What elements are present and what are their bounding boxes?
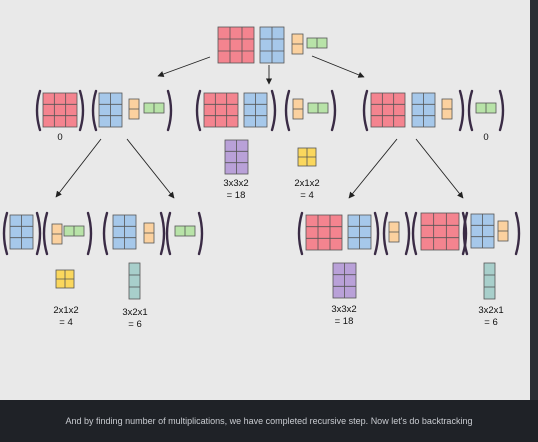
- paren-ll2-left: [42, 211, 49, 256]
- arrow-left-to-ll: [55, 138, 102, 198]
- top-orange-2x1: [291, 33, 304, 55]
- cost-label-zero-right: 0: [483, 132, 489, 143]
- cost-label-ll-b: 3x2x1= 6: [122, 307, 148, 330]
- arrow-right-to-rr: [415, 138, 464, 199]
- paren-rl2-left: [382, 211, 389, 256]
- rr-teal-3x1: [483, 262, 496, 300]
- tree-arrows: [55, 55, 464, 199]
- matrix-shapes: [2, 26, 521, 300]
- rl-purple-3x2: [332, 262, 357, 299]
- m1a-blue-3x2: [243, 92, 268, 128]
- mid-yellow-2x2: [297, 147, 317, 167]
- video-frame: 0 0 3x3x2= 18 2x1x2= 4 2x1x2= 4 3x2x1= 6…: [0, 0, 530, 400]
- rr2-orange-2x1: [497, 220, 509, 242]
- mid-purple-3x2: [224, 139, 249, 175]
- cost-label-rr-a: 3x3x2= 18: [331, 304, 357, 327]
- r1b-green-1x2: [475, 102, 497, 114]
- m1b-orange-2x1: [292, 98, 304, 120]
- recursion-tree-diagram: [2, 26, 521, 300]
- m1a-red-3x3: [203, 92, 239, 128]
- paren-r1b-left: [467, 89, 474, 132]
- lr1-blue-3x2: [112, 214, 137, 250]
- ll1-blue-3x2: [9, 214, 34, 250]
- arrow-top-to-left: [157, 56, 211, 78]
- paren-lr1-right: [159, 211, 166, 256]
- cost-label-ll-a: 2x1x2= 4: [53, 305, 79, 328]
- r1a-red-3x3: [370, 92, 406, 128]
- top-blue-3x2: [259, 26, 285, 64]
- ll2-orange-2x1: [51, 223, 63, 245]
- top-red-3x3: [217, 26, 255, 64]
- paren-m1b-right: [330, 89, 337, 132]
- caption-bar: And by finding number of multiplications…: [0, 400, 538, 442]
- paren-l1b-right: [166, 89, 173, 132]
- scrollbar[interactable]: [530, 0, 538, 400]
- paren-ll1-right: [35, 211, 42, 256]
- paren-r1b-right: [498, 89, 505, 132]
- l1b-orange-2x1: [128, 98, 140, 120]
- m1b-green-1x2: [307, 102, 329, 114]
- rr2-blue-3x2: [470, 213, 495, 249]
- paren-ll2-right: [86, 211, 93, 256]
- paren-rl1-right: [373, 211, 380, 256]
- paren-l1a-right: [78, 89, 85, 132]
- rl2-orange-2x1: [388, 221, 400, 243]
- arrow-left-to-lr: [126, 138, 175, 199]
- l1a-red-3x3: [42, 92, 78, 128]
- paren-rr1-left: [411, 211, 418, 256]
- r1a-blue-3x2: [411, 92, 436, 128]
- l1b-green-1x2: [143, 102, 165, 114]
- lr2-green-1x2: [174, 225, 196, 237]
- arrow-right-to-rl: [348, 138, 398, 199]
- r1a-orange-2x1: [441, 98, 453, 120]
- cost-label-zero-left: 0: [57, 132, 63, 143]
- paren-ll1-left: [2, 211, 9, 256]
- paren-l1b-left: [91, 89, 98, 132]
- top-green-1x2: [306, 37, 328, 49]
- rl1-blue-3x2: [347, 214, 372, 250]
- paren-r1a-left: [362, 89, 369, 132]
- paren-rl1-left: [297, 211, 304, 256]
- lr1-orange-2x1: [143, 222, 155, 244]
- arrow-top-to-right: [311, 55, 365, 78]
- cost-label-mid-a: 3x3x2= 18: [223, 178, 249, 201]
- cost-label-rr-b: 3x2x1= 6: [478, 305, 504, 328]
- paren-rl2-right: [404, 211, 411, 256]
- paren-lr2-left: [165, 211, 172, 256]
- paren-rr2-right: [514, 211, 521, 256]
- paren-l1a-left: [35, 89, 42, 132]
- paren-m1b-left: [284, 89, 291, 132]
- ll2-green-1x2: [63, 225, 85, 237]
- cost-label-mid-b: 2x1x2= 4: [294, 178, 320, 201]
- caption-text: And by finding number of multiplications…: [65, 416, 473, 426]
- l1b-blue-3x2: [98, 92, 123, 128]
- paren-lr1-left: [102, 211, 109, 256]
- lr-teal-3x1: [128, 262, 141, 300]
- paren-m1a-right: [270, 89, 277, 132]
- paren-rr1-right: [461, 211, 468, 256]
- paren-lr2-right: [197, 211, 204, 256]
- paren-rr2-left: [462, 211, 469, 256]
- rl1-red-3x3: [305, 214, 343, 251]
- paren-r1a-right: [458, 89, 465, 132]
- rr1-red-3x3: [420, 212, 460, 251]
- paren-m1a-left: [195, 89, 202, 132]
- ll-yellow-2x2: [55, 269, 75, 289]
